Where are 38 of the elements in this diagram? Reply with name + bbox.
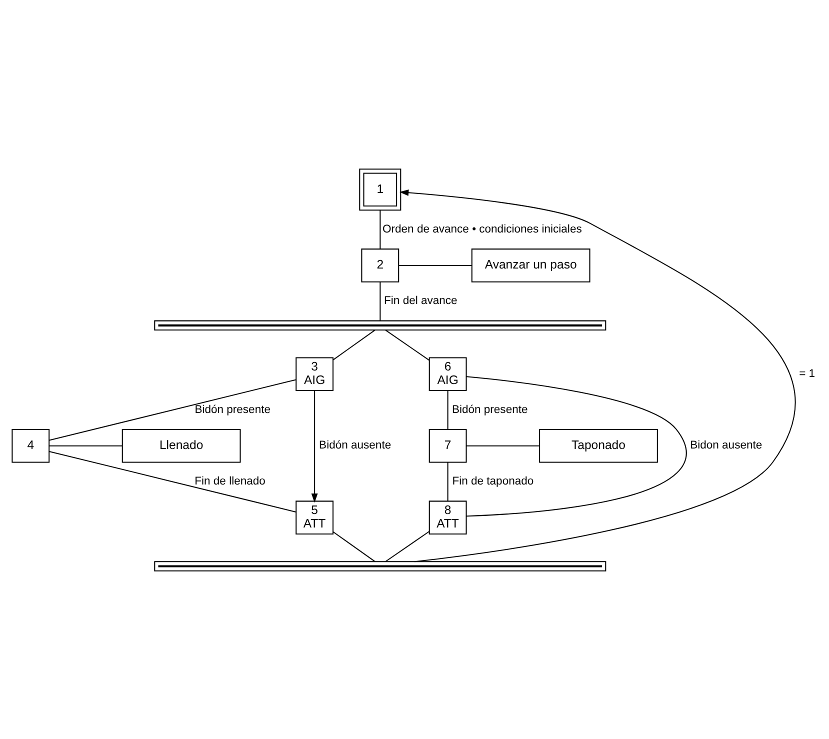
connector (380, 282, 381, 320)
connector (447, 390, 448, 429)
connector (380, 210, 381, 249)
connector (49, 378, 296, 440)
node-bar (154, 560, 606, 571)
arrow (399, 188, 795, 562)
connector (49, 450, 296, 512)
connector (49, 444, 122, 446)
edge-label: Fin de llenado (194, 475, 266, 488)
edge-label: Bidón presente (452, 403, 528, 416)
node-box: 1 (359, 168, 402, 210)
node-box: Taponado (539, 428, 658, 462)
connector (332, 329, 376, 360)
edge-label: Bidon ausente (690, 439, 762, 452)
connector (466, 444, 540, 446)
edge-label: = 1 (799, 367, 816, 380)
node-box: Llenado (122, 428, 241, 462)
node-box: 4 (12, 428, 50, 462)
node-box: 6 AIG (428, 356, 467, 391)
edge-label: Fin de taponado (452, 475, 534, 488)
edge-label: Fin del avance (384, 294, 458, 307)
edge-label: Orden de avance • condiciones iniciales (382, 222, 582, 235)
connector (466, 376, 686, 516)
node-box: 5 ATT (296, 500, 334, 534)
node-bar (154, 320, 606, 330)
connector (447, 462, 448, 501)
connector (332, 530, 376, 562)
node-box: Avanzar un paso (471, 248, 590, 282)
connector (385, 329, 430, 360)
edge-label: Bidón presente (194, 403, 270, 416)
node-box: 7 (428, 428, 467, 462)
node-box: 2 (361, 248, 400, 282)
connector (398, 264, 472, 266)
arrow (311, 390, 318, 502)
connector (385, 530, 430, 562)
edge-label: Bidón ausente (319, 439, 392, 452)
node-box: 8 ATT (428, 500, 467, 534)
node-box: 3 AIG (296, 356, 334, 391)
